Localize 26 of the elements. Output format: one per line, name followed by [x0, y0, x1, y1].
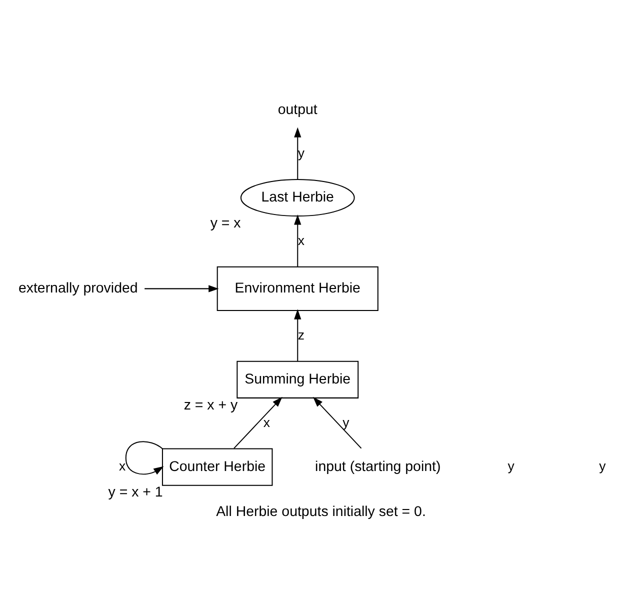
node-box: Environment Herbie — [216, 266, 378, 311]
node-box: Counter Herbie — [162, 448, 273, 486]
arrow — [294, 214, 302, 266]
node-label: y = x + 1 — [108, 484, 163, 500]
arrow — [294, 308, 302, 361]
node-label: z = x + y — [184, 396, 238, 413]
edge-label: x — [119, 458, 126, 473]
node-text: input (starting point) — [315, 458, 441, 474]
edge-label: z — [298, 326, 304, 342]
node-box: Summing Herbie — [236, 360, 359, 398]
arrow — [234, 396, 282, 448]
arrow — [144, 284, 219, 292]
arrow — [294, 126, 302, 179]
caption: All Herbie outputs initially set = 0. — [216, 504, 426, 520]
label: y — [508, 458, 514, 473]
edge-label: y — [298, 145, 304, 160]
node-text: output — [278, 102, 318, 118]
edge-label: y — [342, 414, 350, 430]
arrow — [125, 440, 164, 474]
arrow — [312, 396, 362, 448]
node-label: y = x — [210, 214, 241, 231]
edge-label: x — [298, 232, 304, 248]
node-text: externally provided — [18, 280, 138, 296]
label: y — [599, 458, 606, 473]
edge-label: x — [263, 414, 270, 430]
node-ellipse: Last Herbie — [240, 178, 355, 216]
